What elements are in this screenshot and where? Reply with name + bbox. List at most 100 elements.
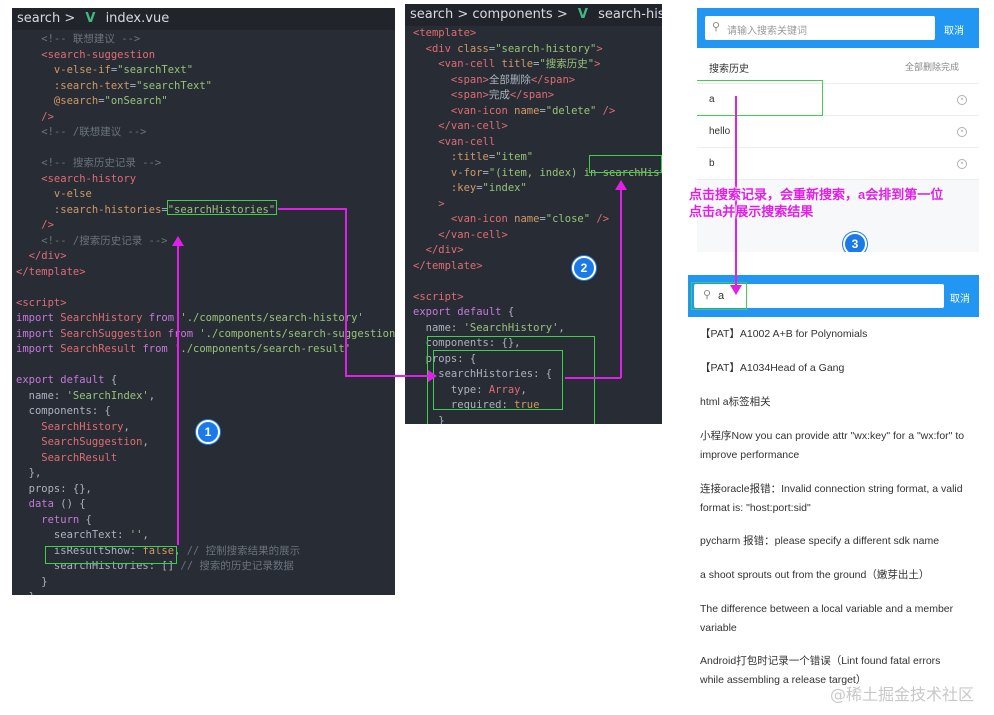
code-line: </template> xyxy=(413,259,483,272)
phone-search-results: ⚲ a 取消 【PAT】A1002 A+B for Polynomials 【P… xyxy=(688,275,979,697)
history-header: 搜索历史 全部删除完成 xyxy=(697,48,979,84)
code-line: props: { xyxy=(413,352,477,365)
code-line: v-else xyxy=(16,188,92,200)
highlight-search-histories-data xyxy=(45,546,177,564)
result-item[interactable]: 【PAT】A1034Head of a Gang xyxy=(700,362,845,374)
code-area[interactable]: <!-- 联想建议 --> <search-suggestion v-else-… xyxy=(16,32,395,595)
code-area[interactable]: <template> <div class="search-history"> … xyxy=(413,26,662,424)
code-line: <search-suggestion xyxy=(16,48,156,61)
arrow-head-up-icon xyxy=(615,180,627,190)
annotation-line-1: 点击搜索记录，会重新搜索，a会排到第一位 xyxy=(689,187,944,202)
history-item[interactable]: a × xyxy=(697,84,979,116)
code-line: <!-- /搜索历史记录 --> xyxy=(16,234,168,247)
code-line: :title="item" xyxy=(413,151,534,163)
breadcrumb-folder[interactable]: search xyxy=(410,7,454,22)
annotation-line-2: 点击a并展示搜索结果 xyxy=(689,204,814,219)
result-item[interactable]: pycharm 报错：please specify a different sd… xyxy=(700,535,940,547)
code-line: import SearchResult from './components/s… xyxy=(16,343,352,355)
code-line: </van-cell> xyxy=(413,228,508,241)
code-line: <div class="search-history"> xyxy=(413,42,603,55)
highlight-search-histories-prop xyxy=(433,350,563,410)
code-line: </template> xyxy=(16,265,86,278)
breadcrumb: search > V index.vue xyxy=(12,8,395,30)
code-line xyxy=(16,141,395,157)
editor-panel-search-history-vue: search > components > V search-history.v… xyxy=(405,4,662,424)
search-input[interactable]: ⚲ 请输入搜索关键词 xyxy=(705,16,935,40)
highlight-v-for-source xyxy=(589,155,662,173)
code-line: :key="index" xyxy=(413,182,527,194)
history-item-label: hello xyxy=(709,126,731,137)
code-line: SearchResult xyxy=(16,451,118,464)
result-item[interactable]: 连接oracle报错：Invalid connection string for… xyxy=(700,483,963,514)
watermark: @稀土掘金技术社区 xyxy=(829,685,974,704)
arrow-segment xyxy=(565,377,621,379)
highlight-search-histories-binding xyxy=(167,200,277,215)
close-icon[interactable]: × xyxy=(957,159,967,169)
code-line: name: 'SearchIndex', xyxy=(16,389,156,402)
history-item[interactable]: hello × xyxy=(697,116,979,148)
close-icon[interactable]: × xyxy=(957,95,967,105)
breadcrumb-file[interactable]: index.vue xyxy=(105,11,170,26)
code-line: v-for="(item, index) in searchHistor xyxy=(413,166,662,179)
highlight-search-input xyxy=(691,282,747,310)
vue-file-icon: V xyxy=(577,7,588,22)
code-line: @search="onSearch" xyxy=(16,95,168,107)
code-line: name: 'SearchHistory', xyxy=(413,321,565,334)
search-placeholder: 请输入搜索关键词 xyxy=(727,26,807,37)
code-line: SearchSuggestion, xyxy=(16,436,149,448)
code-line: > xyxy=(413,197,445,210)
breadcrumb-subfolder[interactable]: components xyxy=(472,7,553,22)
step-badge-2: 2 xyxy=(572,256,596,280)
code-line xyxy=(413,274,662,290)
code-line: <template> xyxy=(413,27,477,39)
highlight-history-item-a xyxy=(697,80,823,116)
code-line: }, xyxy=(16,467,42,479)
cancel-button[interactable]: 取消 xyxy=(944,26,964,37)
arrow-head-up-icon xyxy=(172,236,184,246)
code-line: <script> xyxy=(413,290,464,303)
code-line: components: {}, xyxy=(413,337,521,349)
chevron-right-icon: > xyxy=(556,7,568,22)
code-line: isResultShow: false, // 控制搜索结果的展示 xyxy=(16,544,301,557)
code-line xyxy=(16,358,395,374)
result-item[interactable]: The difference between a local variable … xyxy=(700,603,954,634)
code-line: import SearchSuggestion from './componen… xyxy=(16,327,395,340)
code-line: searchHistories: { xyxy=(413,368,553,380)
code-line: :search-text="searchText" xyxy=(16,79,212,92)
code-line: <span>全部删除</span> xyxy=(413,73,576,86)
code-line: <span>完成</span> xyxy=(413,89,555,101)
code-line: <van-icon name="close" /> xyxy=(413,213,610,225)
search-icon: ⚲ xyxy=(712,21,721,33)
result-item[interactable]: Android打包时记录一个错误（Lint found fatal errors… xyxy=(700,655,941,686)
history-actions[interactable]: 全部删除完成 xyxy=(904,62,959,72)
search-bar: ⚲ 请输入搜索关键词 取消 xyxy=(697,8,979,48)
code-line: export default { xyxy=(413,306,515,318)
code-line: <search-history xyxy=(16,172,137,185)
code-line: type: Array, xyxy=(413,383,527,396)
breadcrumb-folder[interactable]: search xyxy=(17,11,61,26)
code-line: return { xyxy=(16,513,92,526)
history-item-label: a xyxy=(709,94,715,105)
result-item[interactable]: html a标签相关 xyxy=(700,396,771,408)
code-line: </div> xyxy=(16,250,67,262)
breadcrumb-file[interactable]: search-history.vue xyxy=(598,7,662,22)
search-icon: ⚲ xyxy=(703,289,712,301)
arrow-segment xyxy=(345,208,347,376)
code-line: </van-cell> xyxy=(413,120,508,132)
history-item-label: b xyxy=(709,158,715,169)
highlight-props-block xyxy=(427,336,595,424)
code-line: } xyxy=(16,575,48,588)
step-badge-3: 3 xyxy=(843,232,867,252)
result-item[interactable]: a shoot sprouts out from the ground（嫩芽出土… xyxy=(700,569,930,581)
code-line: }, xyxy=(16,590,395,595)
close-icon[interactable]: × xyxy=(957,127,967,137)
result-item[interactable]: 小程序Now you can provide attr "wx:key" for… xyxy=(700,430,965,461)
editor-panel-index-vue: search > V index.vue <!-- 联想建议 --> <sear… xyxy=(12,8,395,595)
code-line: <van-icon name="delete" /> xyxy=(413,104,616,117)
vue-file-icon: V xyxy=(85,11,96,26)
history-item[interactable]: b × xyxy=(697,148,979,180)
cancel-button[interactable]: 取消 xyxy=(950,294,970,305)
result-item[interactable]: 【PAT】A1002 A+B for Polynomials xyxy=(700,328,868,340)
code-line: SearchHistory, xyxy=(16,420,130,433)
code-line: v-else-if="searchText" xyxy=(16,64,194,76)
